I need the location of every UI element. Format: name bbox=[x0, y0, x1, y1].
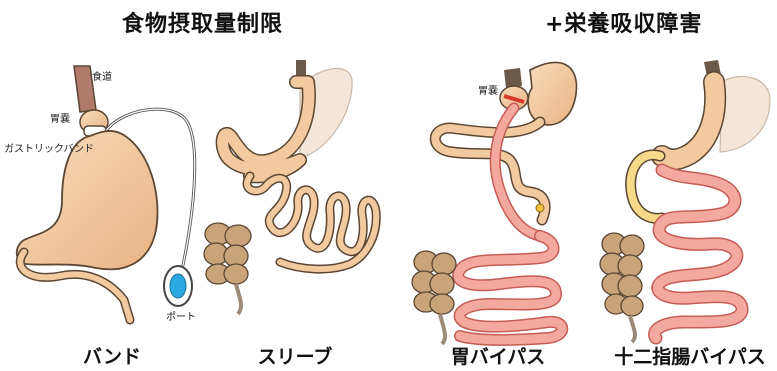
duodenal-switch-diagram bbox=[600, 60, 770, 342]
ds-removed-stomach-shape bbox=[720, 76, 770, 152]
ds-colon bbox=[600, 233, 644, 342]
pouch-label: 胃嚢 bbox=[50, 110, 70, 125]
bypass-colon bbox=[412, 251, 456, 344]
bypassed-stomach-shape bbox=[528, 62, 576, 125]
caption-band: バンド bbox=[83, 342, 141, 369]
esophagus-label: 食道 bbox=[92, 68, 112, 83]
bypass-biliary-limb bbox=[435, 122, 545, 220]
gastric-bypass-diagram bbox=[412, 62, 577, 344]
bypass-anastomosis-marker bbox=[536, 204, 544, 212]
sleeve-colon bbox=[204, 223, 251, 314]
gastric-band-label: ガストリックバンド bbox=[4, 140, 94, 155]
band-diagram bbox=[17, 66, 195, 320]
caption-duodenal-bypass: 十二指腸バイパス bbox=[614, 342, 766, 369]
bypass-pouch-label: 胃嚢 bbox=[478, 82, 498, 97]
caption-sleeve: スリーブ bbox=[258, 342, 333, 369]
port-reservoir bbox=[170, 274, 186, 298]
sleeve-diagram bbox=[204, 60, 376, 314]
caption-gastric-bypass: 胃バイパス bbox=[451, 342, 546, 369]
port-label: ポート bbox=[166, 308, 196, 323]
